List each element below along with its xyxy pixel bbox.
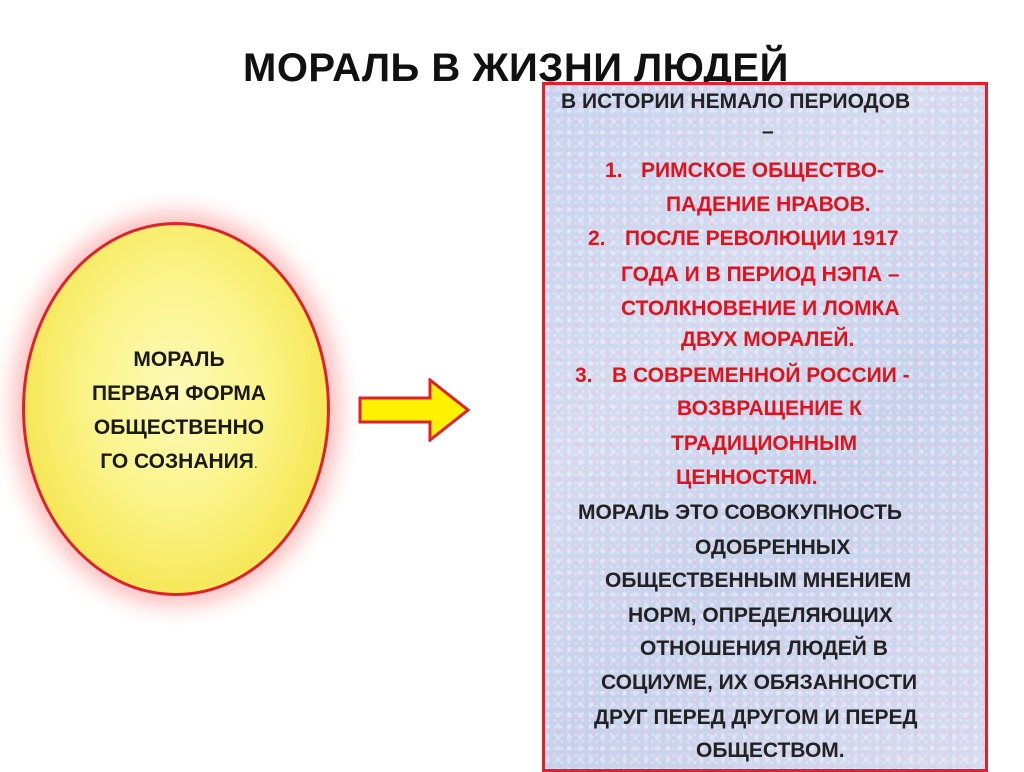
ellipse-text: МОРАЛЬ ПЕРВАЯ ФОРМА ОБЩЕСТВЕННО ГО СОЗНА… [60,343,298,480]
item-number: 3. [575,364,593,387]
definition-line: МОРАЛЬ ЭТО СОВОКУПНОСТЬ [578,501,903,524]
definition-line: ОБЩЕСТВЕННЫМ МНЕНИЕМ [605,569,912,592]
morality-ellipse [22,222,330,596]
right-arrow-icon [358,378,470,442]
panel-intro-line: В ИСТОРИИ НЕМАЛО ПЕРИОДОВ [561,90,911,113]
item-line: В СОВРЕМЕННОЙ РОССИИ - [612,364,910,387]
item-line: ПОСЛЕ РЕВОЛЮЦИИ 1917 [625,227,899,250]
item-line: СТОЛКНОВЕНИЕ И ЛОМКА [621,297,900,320]
item-line: ЦЕННОСТЯМ. [676,466,818,489]
ellipse-dot: . [253,455,258,471]
ellipse-line: ГО СОЗНАНИЯ. [100,450,258,473]
definition-line: НОРМ, ОПРЕДЕЛЯЮЩИХ [628,604,893,627]
item-line: РИМСКОЕ ОБЩЕСТВО- [641,159,885,182]
item-number: 2. [588,227,606,250]
definition-line: ОДОБРЕННЫХ [695,536,851,559]
item-line: ПАДЕНИЕ НРАВОВ. [666,193,871,216]
definition-line: ОБЩЕСТВОМ. [696,739,845,762]
definition-line: СОЦИУМЕ, ИХ ОБЯЗАННОСТИ [601,671,918,694]
ellipse-line: ОБЩЕСТВЕННО [93,416,265,439]
panel-intro-dash: – [762,120,774,143]
definition-line: ОТНОШЕНИЯ ЛЮДЕЙ В [640,637,888,660]
item-line: ВОЗВРАЩЕНИЕ К [677,397,862,420]
item-line: ТРАДИЦИОННЫМ [671,432,858,455]
ellipse-line: ПЕРВАЯ ФОРМА [92,382,266,405]
item-line: ДВУХ МОРАЛЕЙ. [681,328,855,351]
history-panel [542,82,988,772]
ellipse-line: МОРАЛЬ [133,348,225,371]
item-line: ГОДА И В ПЕРИОД НЭПА – [621,263,900,286]
item-number: 1. [605,159,623,182]
definition-line: ДРУГ ПЕРЕД ДРУГОМ И ПЕРЕД [594,706,918,729]
